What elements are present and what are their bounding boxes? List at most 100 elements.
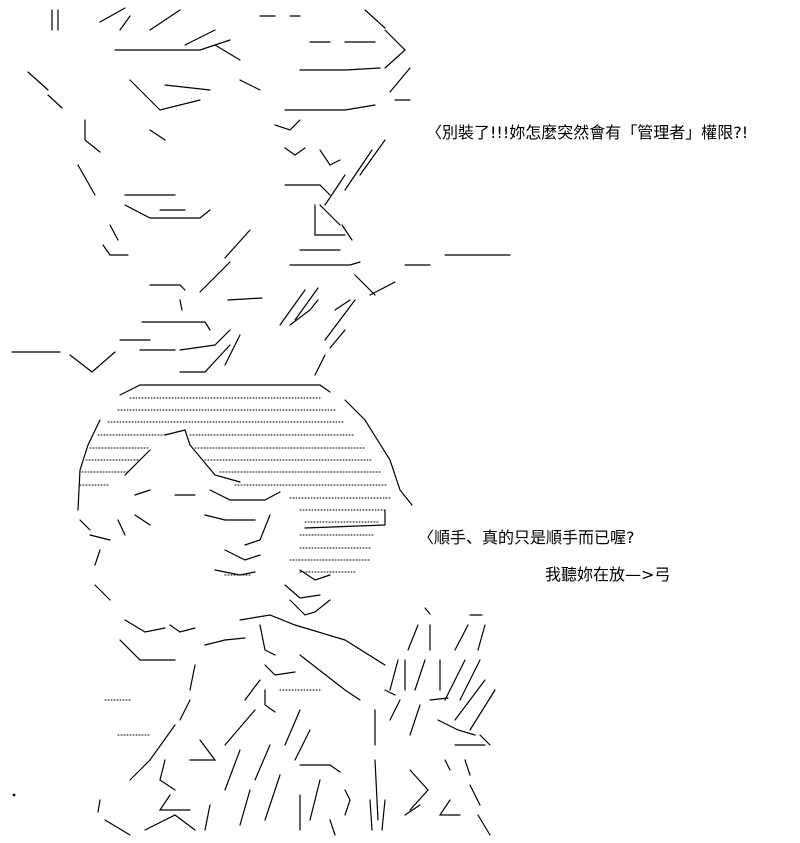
upper-arm [314, 354, 326, 376]
upper-neck [319, 204, 353, 241]
lower-face-line [204, 514, 256, 521]
lower-right-hand [464, 759, 471, 776]
lower-chin [259, 624, 276, 656]
upper-arm [334, 299, 351, 311]
lower-right-hand [384, 689, 396, 696]
upper-arm [289, 299, 319, 326]
stray-dot [12, 793, 16, 797]
upper-neck [284, 184, 331, 196]
lower-hair-outline [164, 429, 241, 483]
lower-right-hand [437, 719, 476, 736]
dialogue-line-response: 我聽妳在放—>弓 [545, 565, 671, 584]
lower-right-hand [444, 659, 481, 701]
lower-right-hand [389, 699, 421, 736]
lower-hair-outline [119, 384, 331, 396]
upper-hair-stroke [51, 9, 59, 31]
lower-chin [169, 624, 196, 633]
upper-neck [102, 224, 129, 256]
lower-right-hand [469, 784, 491, 836]
lower-chin [264, 664, 296, 676]
lower-torso [239, 774, 281, 826]
lower-torso [284, 709, 311, 761]
dialogue-line-upper: 〈別裝了!!!妳怎麼突然會有「管理者」權限?! [426, 123, 749, 142]
lower-right-hand [409, 769, 429, 811]
upper-face-line [274, 119, 301, 131]
lower-chin [124, 619, 166, 633]
upper-arm [324, 299, 356, 341]
lower-torso [374, 709, 379, 821]
upper-face-line [84, 119, 101, 153]
lower-face-line [304, 509, 386, 529]
upper-face-line [319, 149, 341, 166]
lower-right-hand [407, 624, 431, 651]
lower-right-hand [381, 799, 386, 831]
upper-face-line [149, 129, 166, 141]
lower-face-line [117, 514, 151, 536]
lower-torso [179, 664, 196, 721]
lower-chin [344, 639, 386, 666]
dialogue-line-lower: 〈順手、真的只是順手而已喔? [418, 528, 635, 547]
upper-arm [179, 329, 231, 351]
lower-face-line [94, 584, 111, 601]
lower-chin [119, 639, 176, 661]
lower-torso [189, 739, 217, 761]
lower-right-hand [429, 697, 449, 701]
upper-face-line [77, 164, 96, 196]
upper-right-eye [284, 104, 376, 111]
lower-right-hand [389, 659, 406, 691]
lower-right-hand [479, 734, 491, 746]
upper-right-brow [214, 44, 261, 91]
lower-torso [299, 764, 341, 773]
lower-face-line [299, 569, 331, 581]
upper-arm [11, 351, 116, 373]
lower-hair-outline [344, 399, 413, 506]
lower-chin [299, 654, 361, 701]
upper-left-brow [114, 39, 231, 51]
upper-arm [227, 297, 263, 301]
lower-right-hand [444, 759, 451, 771]
lower-torso [129, 724, 176, 781]
upper-hair-stroke [99, 7, 131, 31]
lower-right-hand [424, 607, 431, 615]
upper-left-eye [129, 79, 201, 111]
lower-torso [224, 744, 271, 791]
lower-chin [204, 637, 246, 646]
upper-left-eye [164, 84, 211, 91]
upper-hair-stroke [27, 71, 63, 109]
upper-arm [289, 261, 361, 266]
upper-arm [141, 321, 211, 331]
lower-torso [97, 799, 131, 836]
lower-face-line [94, 549, 101, 566]
upper-arm [149, 284, 186, 291]
lower-right-hand [454, 624, 486, 651]
upper-left-brow [184, 29, 216, 46]
upper-arm [119, 339, 176, 351]
lower-face-line [244, 514, 271, 546]
lower-chin [289, 599, 331, 616]
lower-face-line [134, 489, 196, 496]
lower-torso [144, 814, 196, 831]
upper-arm [179, 299, 183, 311]
lower-face-line [214, 569, 256, 576]
upper-face-line [344, 139, 386, 191]
lower-right-hand [454, 679, 496, 731]
lower-hair-outline [124, 449, 151, 476]
lower-torso [299, 779, 321, 831]
upper-arm [354, 274, 396, 296]
lower-torso [159, 759, 176, 791]
lower-face-line [89, 534, 111, 541]
upper-right-eye [299, 67, 381, 71]
lower-right-hand [414, 659, 441, 691]
upper-arm [224, 334, 241, 366]
upper-face-line [324, 174, 346, 206]
lower-torso [158, 794, 191, 811]
lower-hair-shading [79, 397, 393, 736]
upper-figure [11, 7, 511, 376]
lower-face-line [224, 549, 261, 561]
lower-face-line [209, 489, 281, 501]
lower-right-hand [438, 799, 461, 816]
lower-torso [329, 819, 336, 836]
lower-face-line [79, 519, 91, 531]
lower-torso [264, 689, 276, 713]
